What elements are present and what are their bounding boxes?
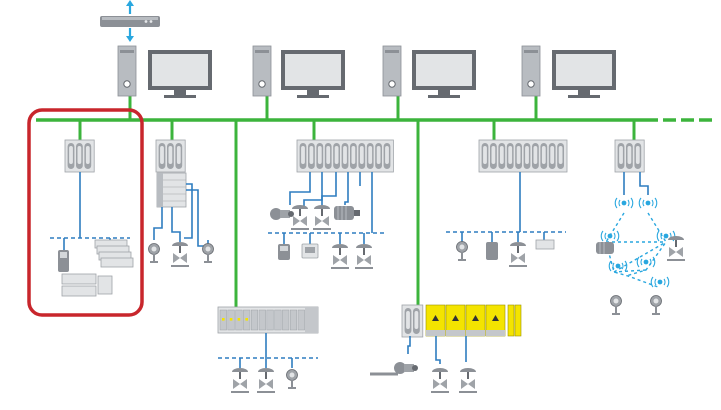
remote-io-rack	[217, 306, 319, 393]
wireless-signal-icon	[656, 230, 676, 242]
power-supply-module-icon	[507, 304, 522, 337]
flow-meter-icon	[270, 208, 294, 220]
io-controller-icon	[296, 139, 394, 173]
workstation-group	[117, 45, 616, 98]
io-module-rack-icon	[94, 239, 134, 268]
temperature-sensor-icon	[650, 295, 662, 315]
pc-workstation-icon	[252, 45, 345, 98]
wireless-signal-icon	[636, 256, 656, 268]
hazard-io-module-icon	[425, 304, 446, 337]
io-controller-icon	[401, 304, 424, 338]
pc-workstation-icon	[382, 45, 476, 98]
io-controller-icon	[614, 139, 645, 173]
pressure-transmitter-icon	[456, 241, 468, 261]
control-valve-icon	[257, 368, 275, 393]
hazardous-area-io-rack	[370, 304, 522, 393]
io-slot-group	[219, 309, 305, 331]
wireless-cluster	[596, 139, 685, 315]
wireless-gateway-icon	[638, 197, 658, 209]
wireless-signal-icon	[650, 276, 670, 288]
io-controller-icon	[478, 139, 568, 173]
field-instrument-icon	[278, 244, 290, 260]
wireless-gateway-icon	[614, 197, 634, 209]
pc-workstation-icon	[117, 45, 212, 98]
field-instrument-icon	[486, 242, 498, 260]
left-controller-cluster	[27, 108, 144, 317]
control-valve-icon	[171, 242, 189, 267]
hazard-io-module-icon	[485, 304, 506, 337]
display-panel-icon	[301, 243, 319, 259]
motor-icon	[596, 242, 614, 254]
motor-icon	[334, 206, 360, 220]
control-valve-icon	[355, 244, 373, 269]
io-module-icon	[535, 239, 555, 250]
level-sensor-icon	[202, 243, 214, 263]
control-valve-icon	[231, 368, 249, 393]
control-valve-icon	[431, 368, 449, 393]
wireless-mesh-links	[605, 212, 667, 288]
controller-cluster-2	[148, 139, 214, 267]
pc-workstation-icon	[521, 45, 616, 98]
ethernet-backbone	[36, 96, 712, 307]
io-controller-icon	[64, 139, 95, 173]
wireless-signal-icon	[600, 230, 620, 242]
uplink-arrows-icon	[126, 0, 134, 42]
field-instrument-icon	[58, 250, 69, 272]
wireless-signal-icon	[608, 260, 628, 272]
control-valve-icon	[459, 368, 477, 393]
flow-sensor-icon	[610, 295, 622, 315]
pressure-transmitter-icon	[286, 369, 298, 389]
control-valve-icon	[291, 205, 309, 230]
hazard-io-module-group	[425, 304, 522, 337]
hazard-io-module-icon	[445, 304, 466, 337]
flow-meter-icon	[394, 362, 418, 374]
controller-cluster-4	[446, 139, 568, 267]
control-valve-icon	[313, 205, 331, 230]
controller-cluster-3	[268, 139, 394, 269]
io-controller-icon	[155, 139, 186, 173]
hazard-io-module-icon	[465, 304, 486, 337]
io-module-stack-icon	[156, 172, 187, 208]
io-module-rack-icon	[61, 273, 113, 297]
control-valve-icon	[509, 242, 527, 267]
highlight-frame	[27, 108, 144, 317]
pressure-transmitter-icon	[148, 243, 160, 263]
control-valve-icon	[667, 236, 685, 261]
control-valve-icon	[331, 244, 349, 269]
network-router-icon	[100, 16, 160, 27]
